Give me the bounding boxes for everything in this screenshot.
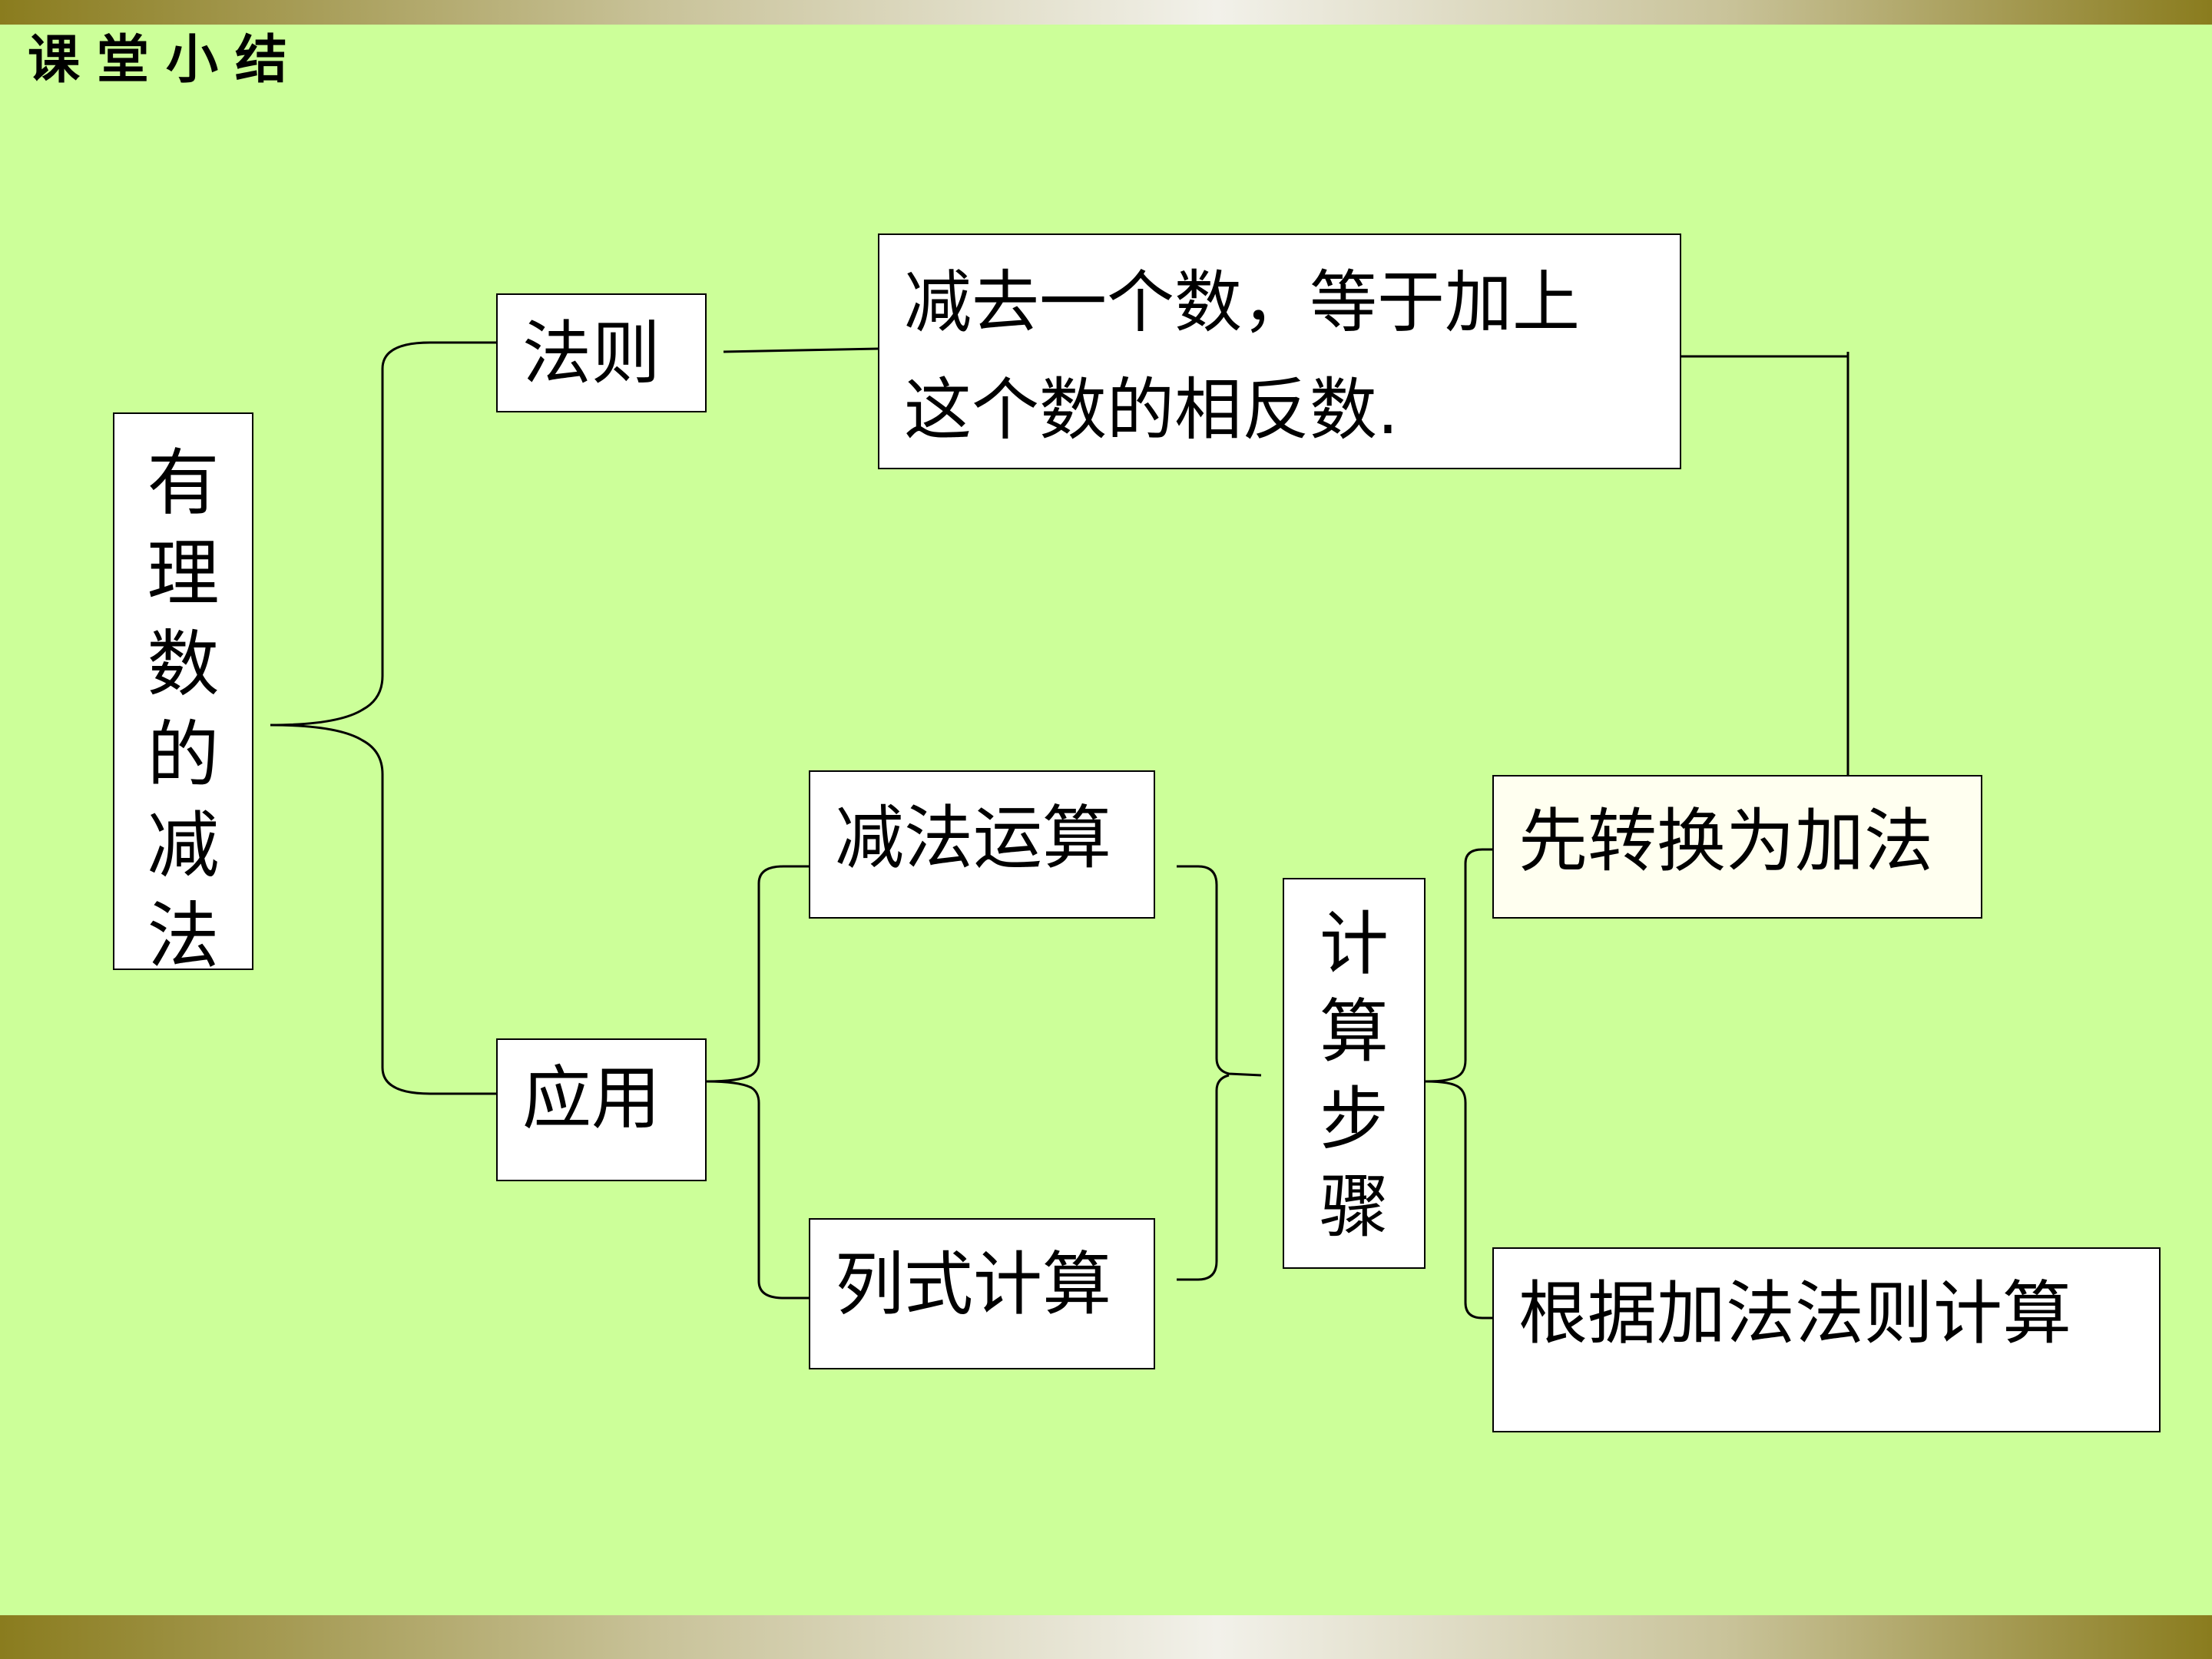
subtraction-operation-node: 减法运算	[809, 770, 1155, 919]
formula-calculation-node: 列式计算	[809, 1218, 1155, 1369]
rule-connector	[723, 347, 880, 353]
rule-to-step-connector	[1676, 352, 1849, 776]
step1-node: 先转换为加法	[1492, 775, 1982, 919]
application-brace	[706, 865, 810, 1300]
page-title: 课堂小结	[28, 29, 305, 91]
root-node: 有理数的减法	[113, 412, 253, 979]
top-decorative-band	[0, 0, 2212, 25]
application-node: 应用	[496, 1038, 707, 1181]
merge-brace	[1177, 865, 1262, 1281]
bottom-decorative-band	[0, 1615, 2212, 1659]
rule-text-line-2: 这个数的相反数.	[904, 370, 1399, 449]
step2-node: 根据加法法则计算	[1492, 1247, 2161, 1432]
steps-brace	[1425, 848, 1494, 1320]
calc-steps-node: 计算步骤	[1283, 878, 1426, 1269]
rule-text-node: 减去一个数，等于加上 这个数的相反数.	[878, 233, 1681, 469]
rule-node: 法则	[496, 293, 707, 412]
rule-text-line-1: 减去一个数，等于加上	[904, 263, 1581, 342]
root-brace	[270, 341, 498, 1095]
